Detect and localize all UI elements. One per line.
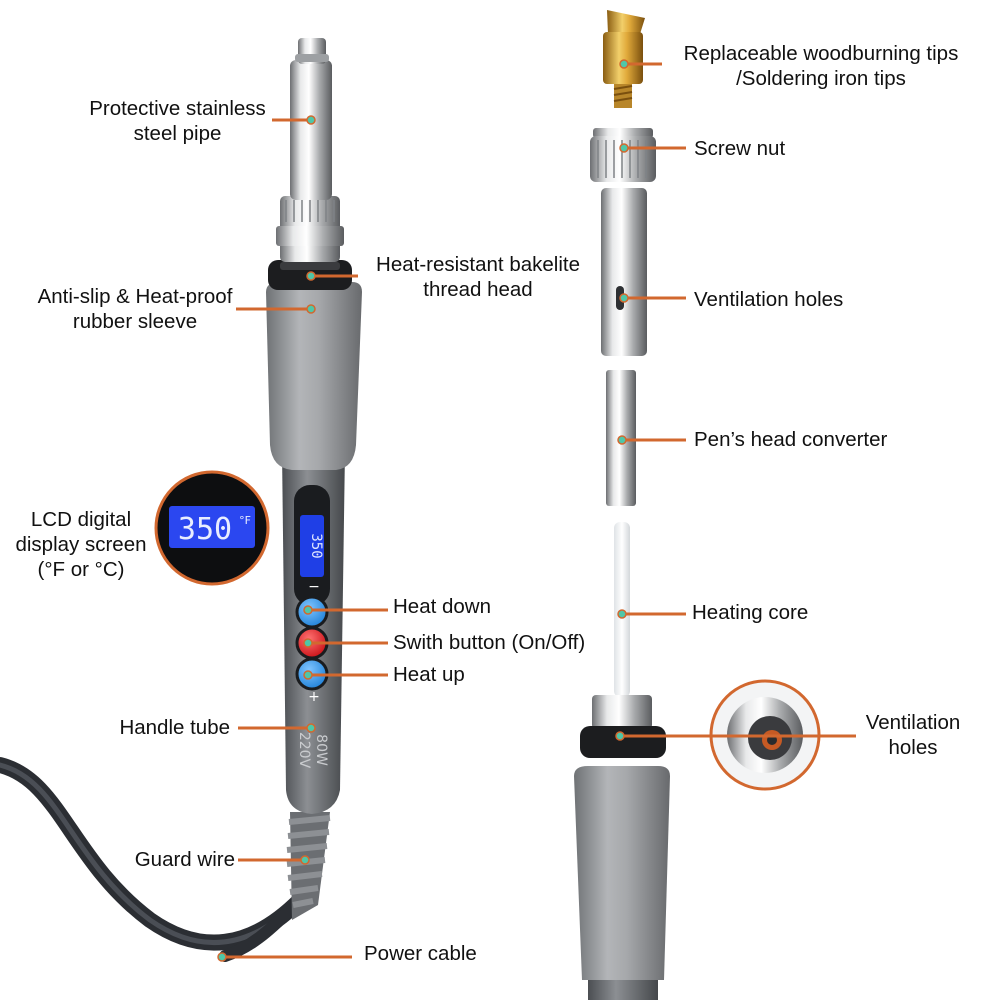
protective-stainless-pipe (290, 60, 332, 200)
label-screw-nut: Screw nut (694, 137, 786, 160)
label-vent-body-line2: holes (888, 736, 938, 759)
lower-iron-body (574, 695, 670, 1000)
label-handle-tube: Handle tube (119, 716, 230, 739)
anchor-dots (217, 59, 629, 962)
label-ventilation-holes-sleeve: Ventilation holes (694, 288, 844, 311)
label-pen-head-converter: Pen’s head converter (694, 428, 888, 451)
woodburning-tip (603, 10, 645, 108)
label-tips-line2: /Soldering iron tips (736, 67, 906, 90)
label-anti-slip-line1: Anti-slip & Heat-proof (37, 285, 233, 308)
lcd-reading: 350 (178, 512, 232, 547)
label-tips-line1: Replaceable woodburning tips (683, 42, 959, 65)
lcd-unit: °F (239, 514, 251, 527)
label-heat-up: Heat up (393, 663, 465, 686)
exploded-parts (574, 10, 670, 1000)
label-lcd-display: LCD digital display screen (°F or °C) (2, 507, 160, 582)
label-replaceable-tips: Replaceable woodburning tips /Soldering … (664, 41, 978, 91)
rating-print: 220V (296, 732, 312, 769)
label-bakelite-line1: Heat-resistant bakelite (376, 253, 580, 276)
label-anti-slip-line2: rubber sleeve (72, 310, 198, 333)
svg-text:−: − (308, 579, 320, 595)
ventilation-sleeve (601, 188, 647, 356)
rubber-sleeve (266, 282, 362, 470)
label-protective-stainless-steel-pipe: Protective stainless steel pipe (70, 96, 285, 146)
lcd-zoom-callout: 350 °F (154, 470, 270, 586)
leader-lines (222, 62, 856, 959)
label-protective-line2: steel pipe (133, 122, 222, 145)
label-protective-line1: Protective stainless (89, 97, 266, 120)
label-lcd-line1: LCD digital (30, 508, 132, 531)
assembled-soldering-iron: 350 − + 220V 80W (0, 38, 362, 962)
label-heating-core: Heating core (692, 601, 809, 624)
label-bakelite-line2: thread head (423, 278, 533, 301)
label-lcd-line2: display screen (15, 533, 147, 556)
label-lcd-line3: (°F or °C) (37, 558, 125, 581)
label-heat-down: Heat down (393, 595, 492, 618)
screw-nut (590, 128, 656, 182)
label-vent-body-line1: Ventilation (865, 711, 961, 734)
power-print: 80W (313, 734, 329, 766)
svg-text:+: + (308, 689, 320, 705)
guard-wire-spring (286, 812, 331, 920)
label-ventilation-holes-body: Ventilation holes (848, 710, 978, 760)
svg-text:350: 350 (308, 533, 324, 558)
label-bakelite-thread-head: Heat-resistant bakelite thread head (360, 252, 596, 302)
label-power-cable: Power cable (364, 942, 477, 965)
label-anti-slip-rubber-sleeve: Anti-slip & Heat-proof rubber sleeve (15, 284, 255, 334)
label-guard-wire: Guard wire (134, 848, 235, 871)
label-switch-button: Swith button (On/Off) (393, 631, 586, 654)
